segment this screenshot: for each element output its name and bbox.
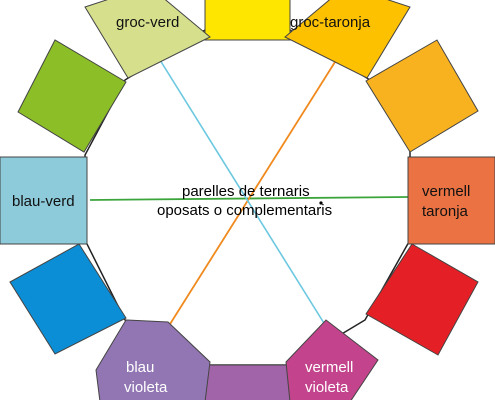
label-blau-violeta-line2: violeta [124,379,168,396]
swatch-blue-green [0,156,88,245]
swatch-red [365,243,479,356]
swatch-yellow [204,0,291,41]
label-groc-verd: groc-verd [116,14,179,31]
swatch-red-violet [285,319,379,400]
center-dot [319,201,323,205]
swatch-violet [204,364,291,400]
swatch-blue-violet [95,319,211,400]
swatch-green [17,39,127,153]
swatch-yellow-green [84,0,211,79]
swatch-red-orange [407,156,495,245]
line-yellow-green-to-red-violet [159,59,333,337]
center-text-line2: oposats o complementaris [157,202,332,219]
swatch-orange [365,39,479,153]
label-blau-violeta-line1: blau [126,359,154,376]
center-text-line1: parelles de ternaris [182,183,310,200]
label-vermell-taronja-line1: vermell [422,183,470,200]
swatch-yellow-orange [284,0,411,79]
label-vermell-violeta-line1: vermell [305,359,353,376]
swatch-blue [9,243,127,355]
label-vermell-violeta-line2: violeta [305,379,349,396]
label-vermell-taronja-line2: taronja [422,203,469,220]
label-groc-taronja: groc-taronja [290,14,371,31]
label-blau-verd: blau-verd [12,193,75,210]
